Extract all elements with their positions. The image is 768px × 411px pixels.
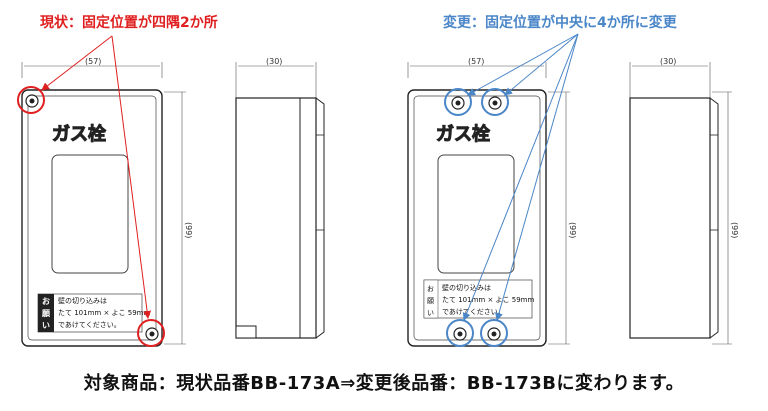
changed-front-view: (57) (99) ガス栓 お 願 い 壁の切り込みは たて 101mm × よ… (407, 33, 579, 347)
changed-width-dim: (57) (468, 57, 484, 66)
changed-side-height-dim: (99) (730, 222, 739, 238)
current-note-line-3: であけてください。 (58, 321, 121, 329)
changed-screw-top-left-icon (444, 88, 472, 116)
changed-height-dim: (99) (568, 222, 577, 238)
current-side-view: (30) (235, 57, 325, 339)
changed-note-line-3: であけてください。 (442, 308, 505, 316)
current-screw-bottom-right-icon (137, 319, 165, 347)
current-note-badge-2: 願 (41, 309, 51, 318)
current-note-badge-1: お (42, 297, 50, 306)
current-note-line-2: たて 101mm × よこ 59mm (58, 309, 150, 317)
current-width-dim: (57) (85, 57, 101, 66)
changed-side-view: (30) (99) (629, 57, 739, 345)
changed-screw-top-right-icon (481, 88, 509, 116)
changed-note-line-1: 壁の切り込みは (442, 283, 491, 292)
current-screw-top-left-icon (17, 86, 45, 114)
changed-note-badge-3: い (427, 309, 434, 317)
current-height-dim: (99) (184, 222, 193, 238)
current-note-line-1: 壁の切り込みは (58, 296, 107, 305)
changed-screw-bottom-right-icon (480, 319, 508, 347)
current-product-title: ガス栓 (52, 123, 106, 145)
changed-product-title: ガス栓 (436, 123, 490, 145)
current-depth-dim: (30) (266, 57, 282, 66)
current-note-badge-3: い (42, 321, 50, 330)
caption: 対象商品：現状品番BB-173A⇒変更後品番：BB-173Bに変わります。 (83, 373, 685, 394)
changed-callout: 変更：固定位置が中央に4か所に変更 (443, 15, 677, 31)
changed-note-line-2: たて 101mm × よこ 59mm (442, 296, 534, 304)
changed-note-badge-1: お (427, 285, 434, 293)
current-callout: 現状：固定位置が四隅2か所 (40, 15, 218, 31)
changed-note-badge-2: 願 (427, 297, 434, 305)
changed-depth-dim: (30) (660, 57, 676, 66)
current-front-view: (57) (99) ガス栓 お 願 い 壁の切り込みは たて 101mm × よ… (17, 35, 193, 347)
changed-screw-bottom-left-icon (446, 319, 474, 347)
